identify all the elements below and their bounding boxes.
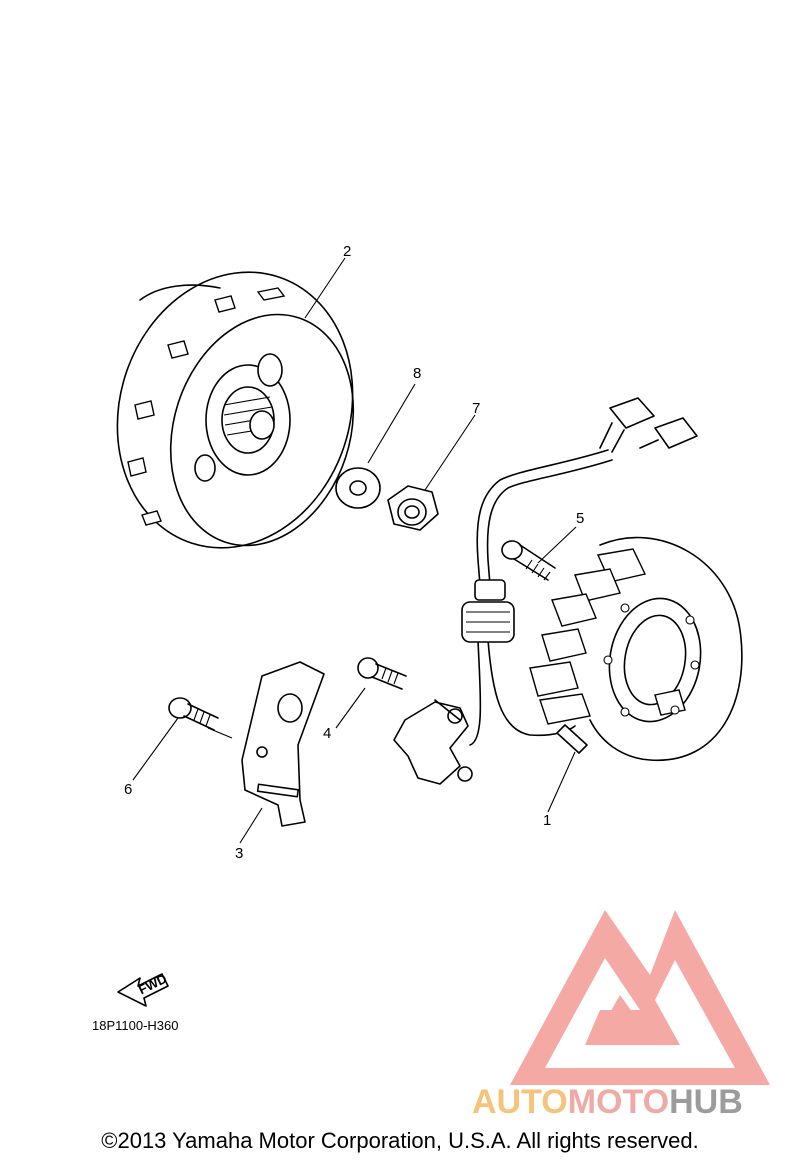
callout-2: 2 <box>343 243 351 260</box>
watermark-moto: MOTO <box>568 1083 669 1121</box>
callout-6: 6 <box>124 781 132 798</box>
pickup-bolt <box>357 657 407 690</box>
flywheel-rotor <box>116 271 355 549</box>
copyright-notice: ©2013 Yamaha Motor Corporation, U.S.A. A… <box>101 1128 699 1153</box>
watermark-hub: HUB <box>669 1083 743 1121</box>
stator-bolt <box>501 540 556 581</box>
watermark-logo <box>510 910 770 1085</box>
diagram-code: 18P1100-H360 <box>92 1018 179 1033</box>
callout-7: 7 <box>472 400 480 417</box>
callout-1: 1 <box>543 812 551 829</box>
washer <box>335 467 381 509</box>
watermark-text: AUTOMOTOHUB <box>472 1083 743 1121</box>
callout-5: 5 <box>576 510 584 527</box>
callout-8: 8 <box>413 365 421 382</box>
stator-assembly <box>529 536 743 761</box>
pickup-coil <box>393 699 473 785</box>
watermark-auto: AUTO <box>472 1083 568 1121</box>
bracket <box>241 661 325 827</box>
forward-arrow-icon: FWD <box>117 971 169 1007</box>
nut <box>387 485 439 531</box>
callout-3: 3 <box>235 845 243 862</box>
callout-4: 4 <box>323 725 331 742</box>
bracket-bolt <box>168 697 219 731</box>
wire-harness <box>461 397 698 746</box>
